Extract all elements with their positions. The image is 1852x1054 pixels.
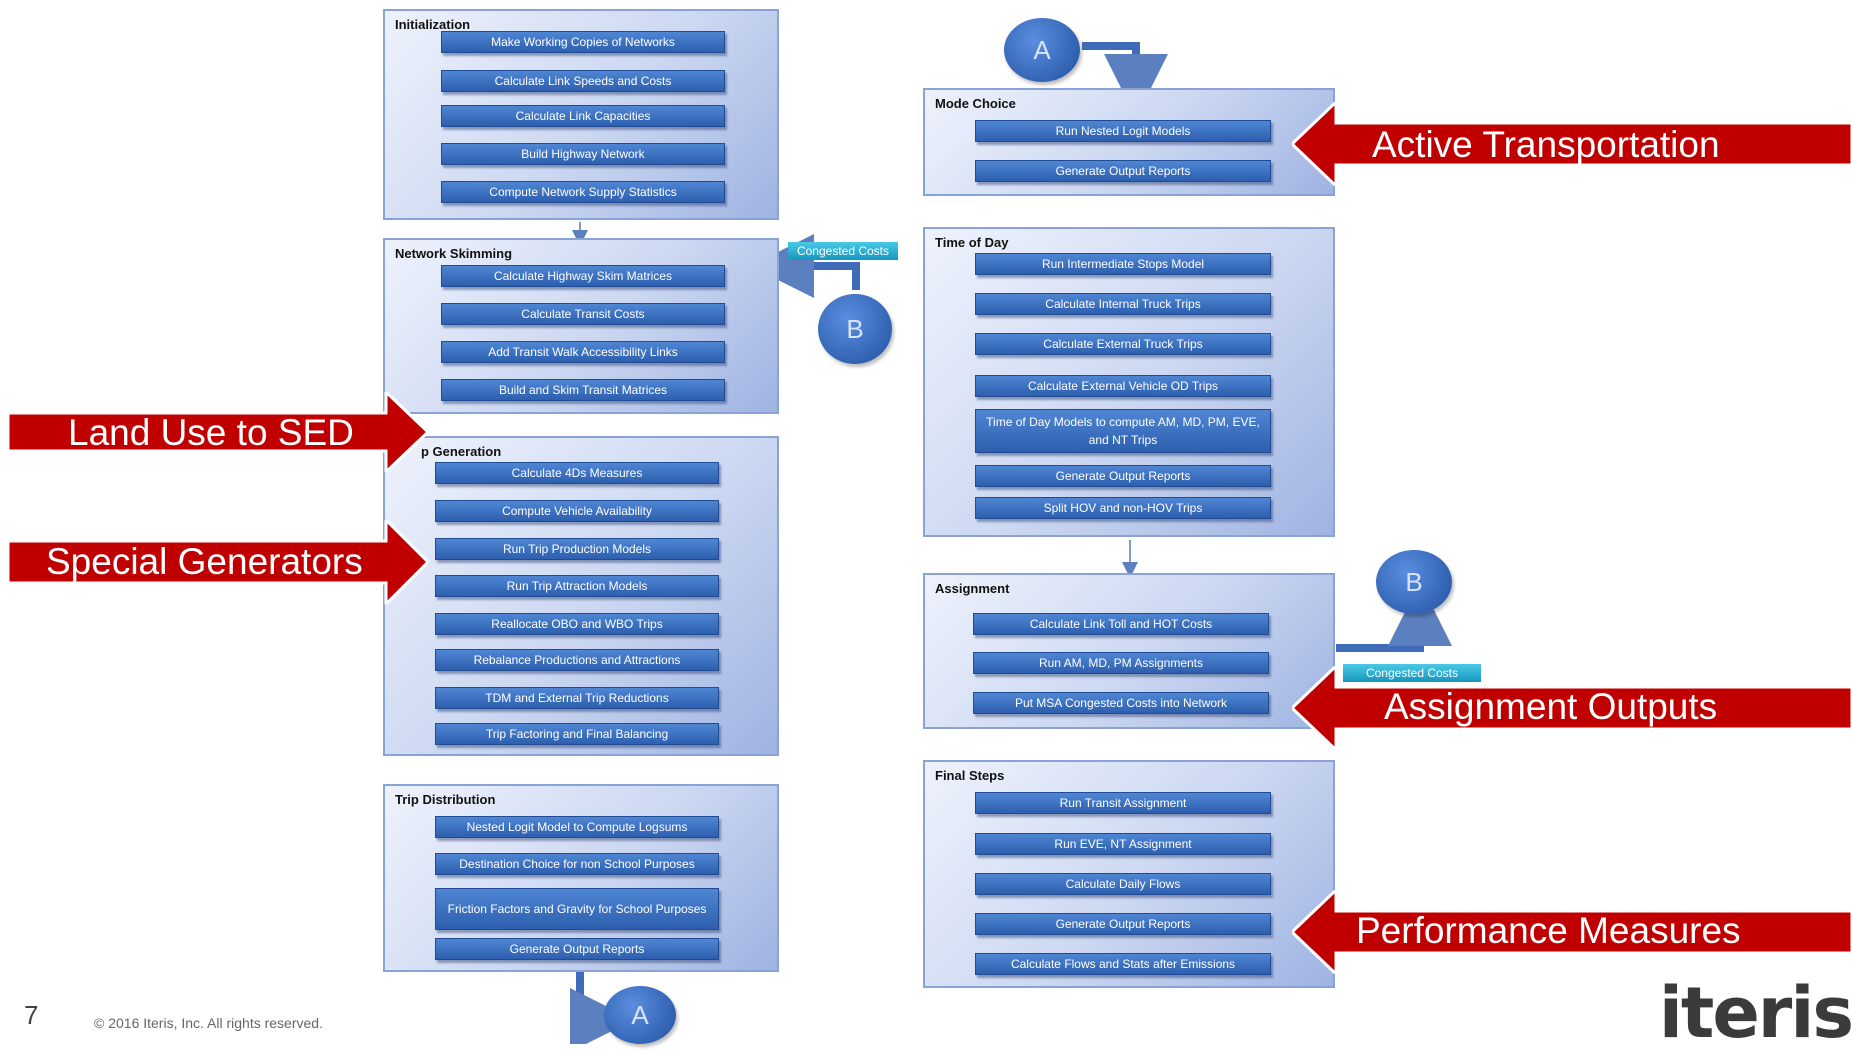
step-box: Run Transit Assignment <box>975 792 1271 814</box>
step-box: Calculate External Vehicle OD Trips <box>975 375 1271 397</box>
step-box: Calculate Flows and Stats after Emission… <box>975 953 1271 975</box>
copyright-text: © 2016 Iteris, Inc. All rights reserved. <box>94 1015 323 1031</box>
step-box: Reallocate OBO and WBO Trips <box>435 613 719 635</box>
step-box: Compute Vehicle Availability <box>435 500 719 522</box>
step-box: Calculate Highway Skim Matrices <box>441 265 725 287</box>
callout-assignment-outputs: Assignment Outputs <box>1292 666 1852 750</box>
congested-costs-tag: Congested Costs <box>1343 664 1481 682</box>
callout-label: Active Transportation <box>1372 124 1720 165</box>
page-number: 7 <box>24 1000 39 1030</box>
step-box: Nested Logit Model to Compute Logsums <box>435 816 719 838</box>
congested-costs-tag: Congested Costs <box>788 242 898 260</box>
panel-mode-choice: Mode Choice Run Nested Logit Models Gene… <box>923 88 1335 196</box>
step-box: Split HOV and non-HOV Trips <box>975 497 1271 519</box>
panel-title: Time of Day <box>935 235 1009 250</box>
panel-trip-distribution: Trip Distribution Nested Logit Model to … <box>383 784 779 972</box>
connector-a-bottom: A <box>604 986 676 1044</box>
callout-label: Land Use to SED <box>68 412 354 453</box>
step-box: Run Intermediate Stops Model <box>975 253 1271 275</box>
step-box: Run EVE, NT Assignment <box>975 833 1271 855</box>
panel-title: Final Steps <box>935 768 1005 783</box>
panel-network-skimming: Network Skimming Calculate Highway Skim … <box>383 238 779 414</box>
connector-b-left: B <box>818 294 892 364</box>
panel-trip-generation: p Generation Calculate 4Ds Measures Comp… <box>383 436 779 756</box>
callout-label: Assignment Outputs <box>1384 686 1718 727</box>
step-box: Generate Output Reports <box>975 465 1271 487</box>
step-box: Generate Output Reports <box>975 913 1271 935</box>
callout-arrow-shape <box>1292 102 1852 186</box>
callout-label: Special Generators <box>46 541 363 582</box>
step-box: Run Nested Logit Models <box>975 120 1271 142</box>
step-box: Trip Factoring and Final Balancing <box>435 723 719 745</box>
step-box: Add Transit Walk Accessibility Links <box>441 341 725 363</box>
panel-time-of-day: Time of Day Run Intermediate Stops Model… <box>923 227 1335 537</box>
b-left-arrow <box>750 234 860 298</box>
callout-arrow-shape <box>8 520 428 604</box>
step-box: Run Trip Production Models <box>435 538 719 560</box>
step-box: Run Trip Attraction Models <box>435 575 719 597</box>
b-right-arrow <box>1336 582 1452 652</box>
step-box: Destination Choice for non School Purpos… <box>435 853 719 875</box>
callout-label: Performance Measures <box>1356 910 1741 951</box>
step-box: Friction Factors and Gravity for School … <box>435 888 719 930</box>
step-box: Build and Skim Transit Matrices <box>441 379 725 401</box>
a-bottom-arrow <box>570 972 634 1044</box>
panel-title: Trip Distribution <box>395 792 496 807</box>
step-box: Make Working Copies of Networks <box>441 31 725 53</box>
step-box: Generate Output Reports <box>975 160 1271 182</box>
a-top-arrow <box>1082 42 1168 118</box>
step-box: Rebalance Productions and Attractions <box>435 649 719 671</box>
callout-special-generators: Special Generators <box>8 520 428 604</box>
step-box: Calculate Link Capacities <box>441 105 725 127</box>
step-box: Calculate Link Speeds and Costs <box>441 70 725 92</box>
step-box: Calculate Transit Costs <box>441 303 725 325</box>
panel-title: Initialization <box>395 17 471 32</box>
step-box: Calculate External Truck Trips <box>975 333 1271 355</box>
panel-final-steps: Final Steps Run Transit Assignment Run E… <box>923 760 1335 988</box>
panel-assignment: Assignment Calculate Link Toll and HOT C… <box>923 573 1335 729</box>
panel-title: p Generation <box>421 444 502 459</box>
panel-title: Mode Choice <box>935 96 1016 111</box>
callout-land-use: Land Use to SED <box>8 392 428 472</box>
callout-active-transportation: Active Transportation <box>1292 102 1852 186</box>
panel-initialization: Initialization Make Working Copies of Ne… <box>383 9 779 220</box>
step-box: Calculate Link Toll and HOT Costs <box>973 613 1269 635</box>
step-box: Run AM, MD, PM Assignments <box>973 652 1269 674</box>
step-box: Build Highway Network <box>441 143 725 165</box>
callout-arrow-shape <box>1292 666 1852 750</box>
step-box: Calculate Daily Flows <box>975 873 1271 895</box>
connector-a-top: A <box>1004 18 1080 82</box>
callout-arrow-shape <box>1292 890 1852 974</box>
panel-title: Assignment <box>935 581 1010 596</box>
panel-title: Network Skimming <box>395 246 513 261</box>
callout-arrow-shape <box>8 392 428 472</box>
callout-performance-measures: Performance Measures <box>1292 890 1852 974</box>
step-box: Calculate 4Ds Measures <box>435 462 719 484</box>
iteris-logo: iteris <box>1658 972 1852 1054</box>
step-box: Generate Output Reports <box>435 938 719 960</box>
step-box: Calculate Internal Truck Trips <box>975 293 1271 315</box>
step-box: Compute Network Supply Statistics <box>441 181 725 203</box>
step-box: Time of Day Models to compute AM, MD, PM… <box>975 409 1271 453</box>
step-box: Put MSA Congested Costs into Network <box>973 692 1269 714</box>
step-box: TDM and External Trip Reductions <box>435 687 719 709</box>
connector-b-right: B <box>1376 550 1452 614</box>
